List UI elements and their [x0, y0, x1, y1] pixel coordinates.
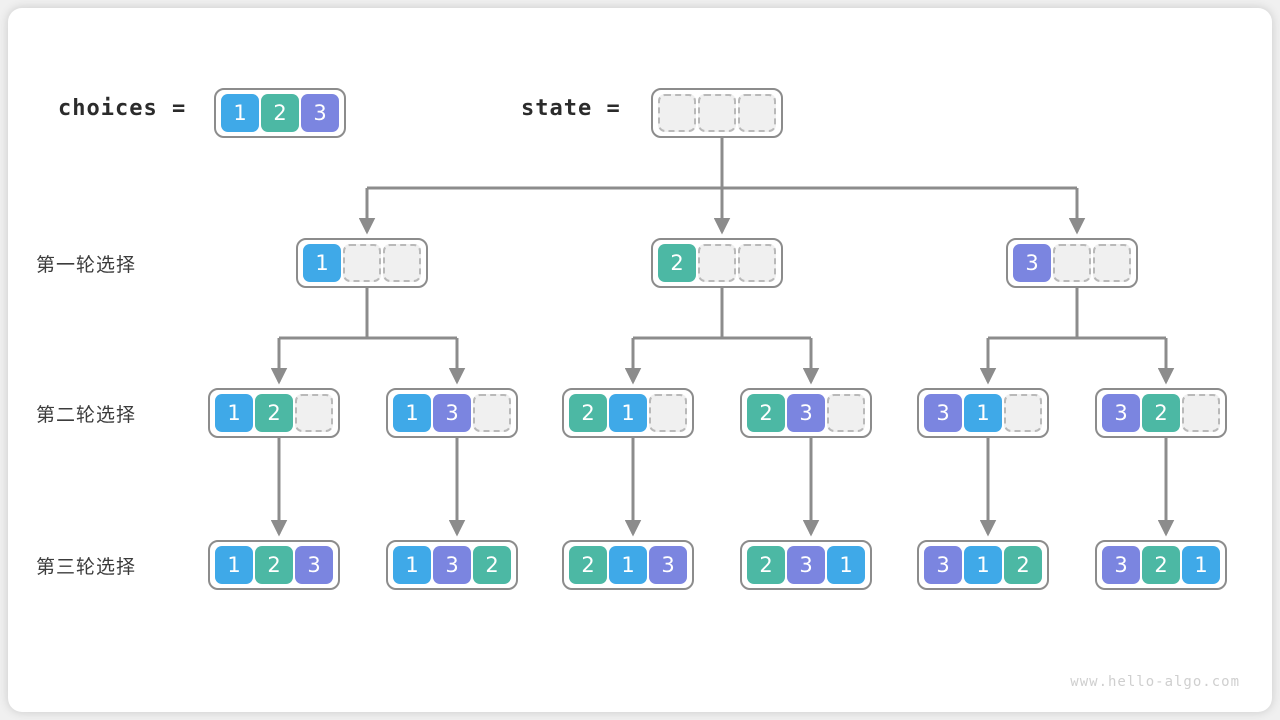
- level2-node-4-cell-0: 3: [924, 394, 962, 432]
- level2-node-2-cell-1: 1: [609, 394, 647, 432]
- level1-node-1-cell-0: 2: [658, 244, 696, 282]
- choices-cell-0: 1: [221, 94, 259, 132]
- level3-node-0-cell-0: 1: [215, 546, 253, 584]
- state-cell-1: [698, 94, 736, 132]
- level3-node-4-cell-2: 2: [1004, 546, 1042, 584]
- level2-node-1-cell-2: [473, 394, 511, 432]
- state-label: state =: [521, 96, 621, 121]
- level2-node-1-cell-1: 3: [433, 394, 471, 432]
- level1-node-2-cell-0: 3: [1013, 244, 1051, 282]
- diagram-card: [8, 8, 1272, 712]
- level1-node-1: 2: [651, 238, 783, 288]
- level3-node-2-cell-2: 3: [649, 546, 687, 584]
- level1-node-0-cell-2: [383, 244, 421, 282]
- level2-node-0-cell-1: 2: [255, 394, 293, 432]
- watermark: www.hello-algo.com: [1070, 674, 1240, 690]
- level2-node-0-cell-0: 1: [215, 394, 253, 432]
- level1-node-0: 1: [296, 238, 428, 288]
- choices-cell-2: 3: [301, 94, 339, 132]
- level2-node-4-cell-2: [1004, 394, 1042, 432]
- level1-node-1-cell-1: [698, 244, 736, 282]
- level3-node-1-cell-1: 3: [433, 546, 471, 584]
- level1-node-1-cell-2: [738, 244, 776, 282]
- level3-node-5-cell-2: 1: [1182, 546, 1220, 584]
- level3-node-0-cell-1: 2: [255, 546, 293, 584]
- level1-node-0-cell-1: [343, 244, 381, 282]
- level3-node-4-cell-1: 1: [964, 546, 1002, 584]
- level2-node-3-cell-2: [827, 394, 865, 432]
- level2-node-2-cell-0: 2: [569, 394, 607, 432]
- choices-label: choices =: [58, 96, 187, 121]
- level1-node-0-cell-0: 1: [303, 244, 341, 282]
- choices-cell-1: 2: [261, 94, 299, 132]
- state-cell-2: [738, 94, 776, 132]
- level3-node-1-cell-2: 2: [473, 546, 511, 584]
- level2-node-2-cell-2: [649, 394, 687, 432]
- state-cell-0: [658, 94, 696, 132]
- level2-node-4-cell-1: 1: [964, 394, 1002, 432]
- level1-node-2-cell-2: [1093, 244, 1131, 282]
- level2-node-3-cell-1: 3: [787, 394, 825, 432]
- level2-node-0-cell-2: [295, 394, 333, 432]
- row-label-round2: 第二轮选择: [36, 404, 137, 426]
- level2-node-5-cell-0: 3: [1102, 394, 1140, 432]
- state-array: [651, 88, 783, 138]
- level2-node-5-cell-2: [1182, 394, 1220, 432]
- level1-node-2: 3: [1006, 238, 1138, 288]
- level3-node-5-cell-1: 2: [1142, 546, 1180, 584]
- level2-node-1-cell-0: 1: [393, 394, 431, 432]
- level3-node-3-cell-0: 2: [747, 546, 785, 584]
- row-label-round1: 第一轮选择: [36, 254, 137, 276]
- level3-node-2-cell-1: 1: [609, 546, 647, 584]
- level3-node-2-cell-0: 2: [569, 546, 607, 584]
- level3-node-5-cell-0: 3: [1102, 546, 1140, 584]
- row-label-round3: 第三轮选择: [36, 556, 137, 578]
- level1-node-2-cell-1: [1053, 244, 1091, 282]
- level2-node-5-cell-1: 2: [1142, 394, 1180, 432]
- level3-node-3-cell-2: 1: [827, 546, 865, 584]
- level3-node-0-cell-2: 3: [295, 546, 333, 584]
- level3-node-1-cell-0: 1: [393, 546, 431, 584]
- level3-node-3-cell-1: 3: [787, 546, 825, 584]
- level3-node-4-cell-0: 3: [924, 546, 962, 584]
- level2-node-3-cell-0: 2: [747, 394, 785, 432]
